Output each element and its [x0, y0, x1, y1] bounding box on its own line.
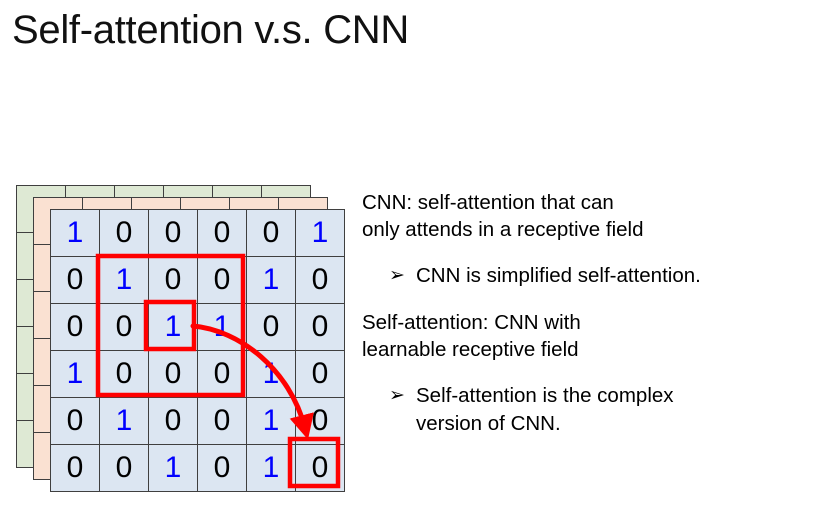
cnn-bullet-label: CNN is simplified self-attention.: [416, 264, 701, 287]
grid-cell: 1: [295, 209, 345, 257]
cell-value: 0: [115, 451, 133, 484]
grid-cell: 0: [197, 350, 247, 398]
cell-value: 1: [311, 216, 329, 249]
table-row: 0 0 1 1 0 0: [50, 303, 345, 351]
grid-cell: 0: [50, 303, 100, 351]
cell-value: 0: [66, 451, 84, 484]
cell-value: 0: [115, 216, 133, 249]
arrow-bullet-icon: ➢: [389, 265, 405, 286]
cell-value: 1: [164, 310, 182, 343]
arrow-bullet-icon: ➢: [389, 385, 405, 406]
grid-cell: 1: [50, 350, 100, 398]
grid-cell: 0: [50, 397, 100, 445]
grid-cell: 0: [197, 444, 247, 492]
cell-value: 0: [213, 404, 231, 437]
table-row: 1 0 0 0 1 0: [50, 350, 345, 398]
cell-value: 0: [311, 310, 329, 343]
grid-cell: 0: [295, 350, 345, 398]
grid-cell: 1: [246, 444, 296, 492]
cell-value: 0: [213, 263, 231, 296]
grid-cell: 1: [148, 444, 198, 492]
cell-value: 0: [262, 216, 280, 249]
grid-cell: 0: [197, 397, 247, 445]
cell-value: 0: [66, 263, 84, 296]
grid-cell: 0: [99, 444, 149, 492]
grid-cell: 0: [50, 256, 100, 304]
grid-cell: 1: [99, 256, 149, 304]
cell-value: 1: [115, 263, 133, 296]
cell-value: 0: [66, 310, 84, 343]
feature-map-front-layer: 1 0 0 0 0 1 0 1 0 0 1 0 0 0 1 1 0 0 1 0 …: [50, 209, 345, 492]
cell-value: 1: [66, 357, 84, 390]
cell-value: 0: [262, 310, 280, 343]
cell-value: 1: [262, 357, 280, 390]
cell-value: 0: [311, 357, 329, 390]
self-attention-bullet-item: ➢ Self-attention is the complex version …: [362, 382, 812, 438]
grid-cell: 0: [148, 350, 198, 398]
cell-value: 0: [213, 451, 231, 484]
cell-value: 1: [115, 404, 133, 437]
self-attention-heading: Self-attention: CNN with learnable recep…: [362, 309, 812, 363]
cell-value: 0: [311, 263, 329, 296]
cell-value: 1: [66, 216, 84, 249]
cell-value: 0: [311, 451, 329, 484]
cnn-heading: CNN: self-attention that can only attend…: [362, 189, 812, 243]
self-attention-heading-line-1: Self-attention: CNN with: [362, 311, 581, 334]
cell-value: 0: [164, 216, 182, 249]
grid-cell: 0: [148, 209, 198, 257]
cell-value: 0: [66, 404, 84, 437]
cell-value: 0: [164, 357, 182, 390]
cell-value: 0: [164, 263, 182, 296]
grid-cell: 0: [50, 444, 100, 492]
grid-cell: 1: [50, 209, 100, 257]
cell-value: 0: [213, 357, 231, 390]
cell-value: 0: [311, 404, 329, 437]
page-title: Self-attention v.s. CNN: [12, 8, 409, 52]
cell-value: 1: [262, 451, 280, 484]
self-attention-bullet-label: Self-attention is the complex version of…: [416, 382, 674, 438]
cell-value: 1: [213, 310, 231, 343]
grid-cell: 0: [99, 350, 149, 398]
grid-cell: 0: [295, 303, 345, 351]
grid-cell: 0: [99, 303, 149, 351]
cell-value: 0: [115, 310, 133, 343]
table-row: 0 1 0 0 1 0: [50, 397, 345, 445]
cnn-heading-line-2: only attends in a receptive field: [362, 218, 644, 241]
grid-cell: 0: [148, 397, 198, 445]
cell-value: 1: [262, 404, 280, 437]
cell-value: 1: [262, 263, 280, 296]
table-row: 0 1 0 0 1 0: [50, 256, 345, 304]
table-row: 0 0 1 0 1 0: [50, 444, 345, 492]
grid-cell: 1: [246, 350, 296, 398]
grid-cell: 1: [197, 303, 247, 351]
cnn-bullet-item: ➢ CNN is simplified self-attention.: [362, 262, 812, 290]
spacer: [362, 290, 812, 309]
cnn-heading-line-1: CNN: self-attention that can: [362, 191, 614, 214]
grid-cell: 1: [99, 397, 149, 445]
grid-cell: 0: [246, 209, 296, 257]
grid-cell: 0: [295, 397, 345, 445]
cell-value: 1: [164, 451, 182, 484]
grid-cell: 0: [197, 209, 247, 257]
grid-cell: 1: [246, 397, 296, 445]
spacer: [362, 363, 812, 382]
grid-cell: 0: [197, 256, 247, 304]
feature-map-stack: 1 0 0 0 0 1 1 0 0 0 0 1 1 0: [0, 0, 360, 527]
cell-value: 0: [213, 216, 231, 249]
grid-cell: 0: [246, 303, 296, 351]
cell-value: 0: [164, 404, 182, 437]
self-attention-bullet-line-2: version of CNN.: [416, 412, 561, 435]
grid-cell: 1: [246, 256, 296, 304]
self-attention-bullet-line-1: Self-attention is the complex: [416, 384, 674, 407]
explanation-text-block: CNN: self-attention that can only attend…: [362, 189, 812, 438]
grid-cell: 0: [99, 209, 149, 257]
grid-cell: 0: [148, 256, 198, 304]
self-attention-heading-line-2: learnable receptive field: [362, 338, 579, 361]
table-row: 1 0 0 0 0 1: [50, 209, 345, 257]
grid-cell: 1: [148, 303, 198, 351]
grid-cell: 0: [295, 444, 345, 492]
spacer: [362, 243, 812, 262]
grid-cell: 0: [295, 256, 345, 304]
cell-value: 0: [115, 357, 133, 390]
